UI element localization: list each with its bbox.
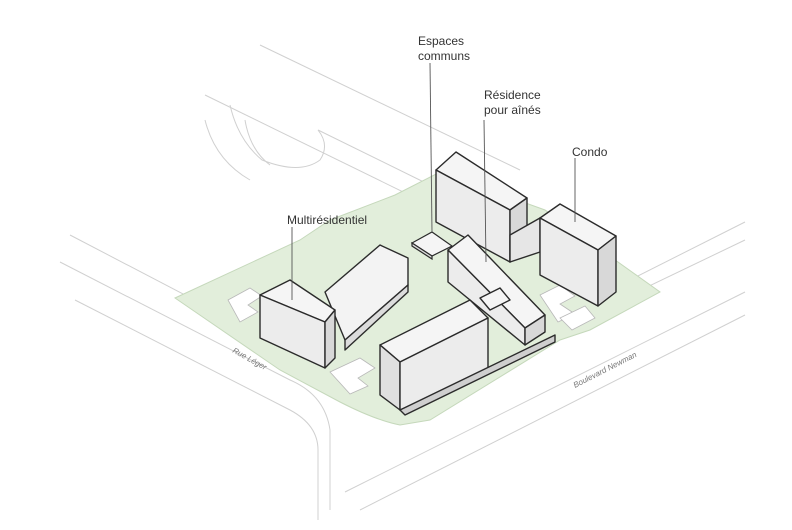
- label-residence-line1: Résidence: [484, 88, 541, 102]
- building-condo: [539, 203, 617, 307]
- label-condo: Condo: [572, 145, 608, 159]
- building-multiresidentiel: [259, 244, 409, 369]
- label-residence: Résidence pour aînés: [484, 88, 541, 118]
- label-multiresidentiel: Multirésidentiel: [287, 213, 368, 227]
- building-residence-front: [379, 234, 556, 416]
- leader-lines: [291, 62, 576, 300]
- building-espaces-communs: [410, 231, 454, 261]
- building-residence: [435, 151, 541, 263]
- label-residence-line2: pour aînés: [484, 103, 541, 117]
- terraces: [227, 284, 596, 395]
- label-espaces-line2: communs: [418, 49, 471, 63]
- street-label-boulevard-newman: Boulevard Newman: [572, 350, 639, 390]
- label-espaces-communs: Espaces communs: [418, 34, 470, 64]
- label-espaces-line1: Espaces: [418, 34, 465, 48]
